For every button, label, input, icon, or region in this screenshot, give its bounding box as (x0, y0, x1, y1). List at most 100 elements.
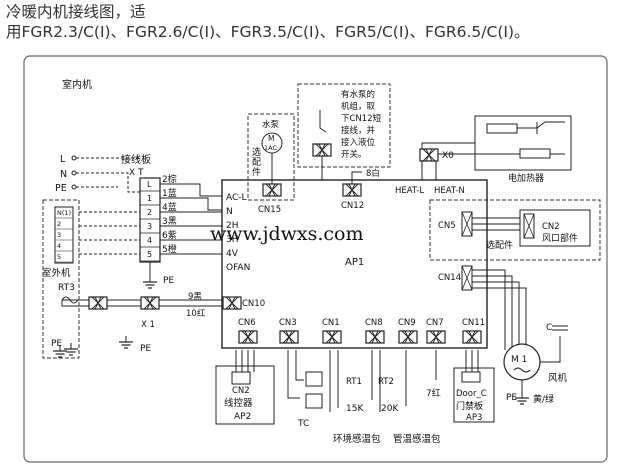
bottom-label-cn11: CN11 (462, 318, 485, 328)
outdoor-unit-label: 室外机 (42, 267, 71, 279)
ap1-pin-ac-l: AC-L (226, 193, 247, 203)
pump-section: 水泵 M 1AC 选 配 件 CN15 (247, 113, 295, 215)
bottom-connector-cn8 (365, 330, 385, 344)
bottom-connector-cn1 (322, 330, 342, 344)
caption-line-1: 冷暖内机接线图，适 (6, 3, 146, 21)
bottom-label-cn3: CN3 (279, 318, 297, 328)
bottom-connector-cn3 (279, 330, 299, 344)
outdoor-terminal-2: 3 (57, 231, 61, 239)
terminal-row-4: 4 (147, 236, 152, 245)
pump-title: 水泵 (262, 119, 280, 130)
electric-heater: 电加热器 (474, 115, 572, 184)
pump-option-2: 配 (252, 157, 261, 168)
bottom-connector-cn9 (398, 330, 418, 344)
rt1-label: RT1 (346, 377, 362, 387)
fan-ground-color: 黄/绿 (533, 393, 554, 405)
door-name: 门禁板 (456, 400, 483, 412)
pump-note-1: 有水泵的 (341, 89, 375, 100)
outdoor-terminal-3: 4 (57, 242, 61, 250)
board-pe-label: PE (163, 276, 174, 286)
ap1-pin-4v: 4V (226, 249, 239, 259)
bottom-connector-cn6 (238, 330, 258, 344)
access-control-board: Door_C 门禁板 AP3 (453, 367, 495, 423)
wire-black-9: 9黑 (188, 292, 202, 302)
cn14-label: CN14 (438, 273, 461, 283)
ap1-board (221, 179, 488, 349)
louver-option: 选配件 (486, 239, 513, 251)
rt2-value: 20K (381, 404, 399, 414)
mid-pe-label: PE (140, 344, 151, 354)
wire-black-3: 3黑 (162, 216, 177, 227)
cn10-label: CN10 (242, 299, 265, 309)
door-ap-label: AP3 (466, 413, 482, 423)
bottom-label-cn8: CN8 (365, 318, 383, 328)
heat-l-label: HEAT-L (395, 186, 424, 196)
power-input-labels: L N PE (55, 154, 140, 194)
wire-orange-5: 5橙 (162, 243, 177, 255)
outdoor-terminal-4: 5 (57, 253, 61, 261)
controller-name: 线控器 (224, 397, 253, 409)
outdoor-terminal-1: 2 (57, 220, 61, 228)
bottom-connector-cn7 (426, 330, 446, 344)
cn5-label: CN5 (438, 221, 456, 231)
x1-label: X 1 (141, 320, 155, 330)
bottom-label-cn7: CN7 (426, 318, 444, 328)
louver-section: CN5 CN2 风口部件 选配件 (429, 199, 601, 261)
pump-motor: M (268, 134, 274, 143)
terminal-board-code: X T (129, 168, 144, 178)
rt2-label: RT2 (378, 377, 394, 387)
input-pe-label: PE (55, 183, 67, 194)
pump-note-2: 机组，取 (341, 101, 376, 112)
terminal-row-0: L (147, 180, 152, 189)
rt3-label: RT3 (58, 283, 75, 293)
controller-cn-label: CN2 (232, 386, 250, 396)
pump-note-3: 下CN12短 (341, 113, 382, 124)
pump-option-3: 件 (252, 166, 261, 178)
terminal-row-5: 5 (147, 250, 152, 259)
heat-n-label: HEAT-N (434, 186, 465, 196)
rt1-value: 15K (346, 404, 364, 414)
ap1-pin-n: N (226, 207, 233, 217)
fan-pe-label: PE (506, 393, 517, 403)
fan-cap-label: C (546, 323, 552, 333)
terminal-board-title: 接线板 (121, 153, 151, 166)
bottom-label-cn9: CN9 (398, 318, 416, 328)
bottom-label-cn6: CN6 (238, 318, 256, 328)
pump-note-4: 接线，并 (341, 125, 376, 136)
cn15-label: CN15 (258, 205, 281, 215)
wire-blue-4: 4蓝 (162, 201, 177, 213)
wired-controller: CN2 线控器 AP2 (215, 365, 275, 425)
terminal-row-2: 2 (147, 208, 152, 217)
door-code: Door_C (456, 389, 487, 399)
wire-blue-1: 1蓝 (162, 187, 177, 199)
outdoor-pe-label: PE (51, 339, 62, 349)
wire-brown: 2棕 (162, 173, 177, 185)
ap1-left-pins: AC-L N 2H 3H 4V OFAN (226, 193, 250, 273)
watermark: www.jdwxs.com (210, 223, 364, 245)
cn12-label: CN12 (341, 201, 364, 211)
pump-note: 有水泵的 机组，取 下CN12短 接线，并 接入液位 开关。 (297, 83, 391, 180)
pipe-sensor-label: 管温感温包 (393, 433, 441, 445)
ap1-pin-2h: 2H (226, 221, 239, 231)
input-n-label: N (60, 169, 67, 180)
ap1-label: AP1 (345, 257, 364, 268)
x0-label: X0 (442, 151, 454, 161)
indoor-unit-label: 室内机 (62, 78, 92, 91)
white-8-label: 8白 (366, 168, 380, 179)
bottom-connector-cn11 (462, 330, 482, 344)
terminal-row-3: 3 (147, 222, 152, 231)
ap1-pin-ofan: OFAN (226, 263, 250, 273)
pump-option-1: 选 (252, 146, 261, 158)
ambient-sensor-label: 环境感温包 (333, 433, 381, 445)
wire-purple-6: 6紫 (162, 230, 177, 241)
outdoor-terminal-0: N(1) (57, 209, 71, 217)
fan-motor: M 1 风机 C PE 黄/绿 (503, 323, 568, 405)
fan-motor-label: M 1 (511, 355, 527, 365)
caption-line-2: 用FGR2.3/C(I)、FGR2.6/C(I)、FGR3.5/C(I)、FGR… (6, 23, 530, 41)
outdoor-terminal-block: N(1) 2 3 4 5 室外机 RT3 PE (42, 199, 80, 359)
tc-label: TC (297, 419, 309, 429)
ap1-pin-3h: 3H (226, 235, 239, 245)
